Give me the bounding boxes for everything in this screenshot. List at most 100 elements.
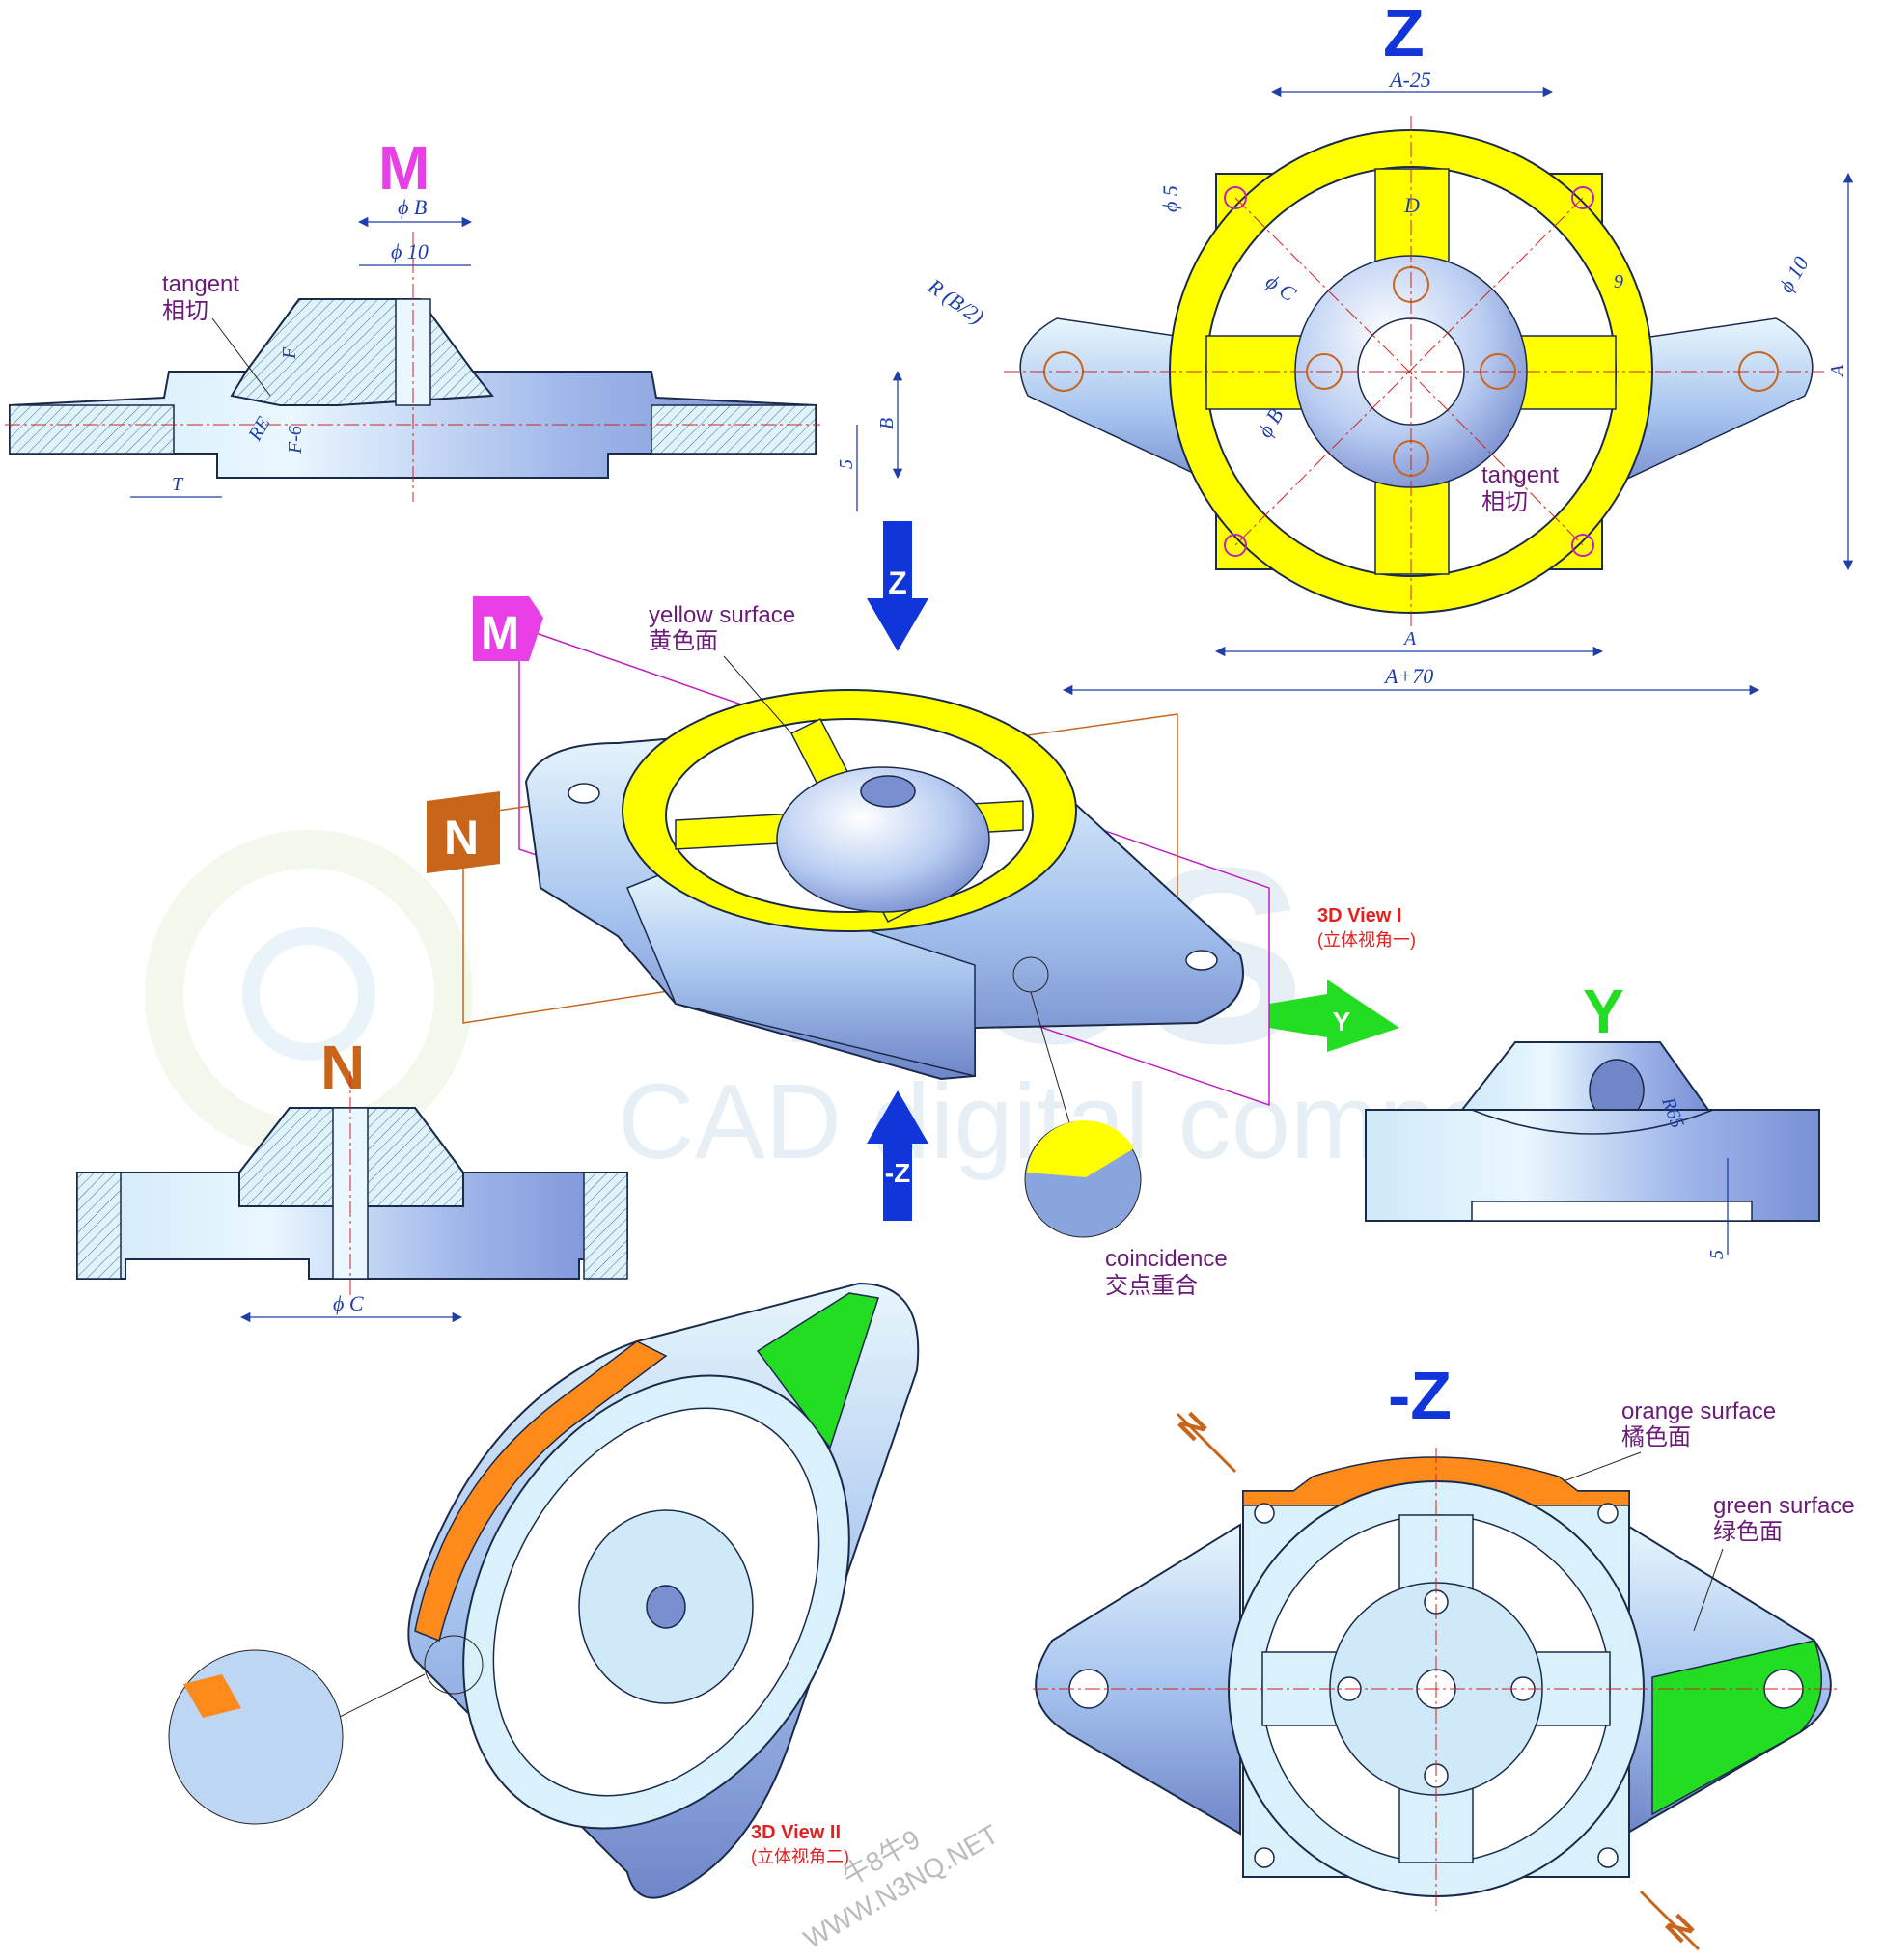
n-hatch-left [76,1172,122,1280]
z-note-tangent-cn: 相切 [1481,489,1528,515]
y-arc [1471,1109,1714,1135]
view-label-z: Z [1383,0,1425,70]
view-z-top: Z A-25 ϕ 5 D ϕ [923,0,1854,696]
z-note-tangent-en: tangent [1481,462,1559,488]
note-yellow-cn: 黄色面 [649,628,718,654]
m-dim-phiB: ϕ B [398,195,427,219]
z-dim-RB2: R (B/2) [923,273,988,329]
coincidence-yellow [1027,1120,1134,1177]
m-dim-T: T [172,474,184,495]
m-dim-F6: F-6 [285,426,306,455]
label-3d-view-2-cn: (立体视角二) [751,1847,849,1866]
3d2-orange-surface [414,1340,668,1643]
z-corner-hole-2 [1571,186,1594,209]
3d-view-1: coincidence 交点重合 M N yellow surface 黄色面 … [427,596,1416,1299]
neg-z-direction-arrow: -Z [867,1090,928,1221]
m-dim-F: F [279,346,300,360]
view-label-neg-z: -Z [1388,1358,1452,1433]
view-neg-z: -Z N N orange surface 橘色面 [1033,1358,1855,1951]
z-dim-a25: A-25 [1388,68,1431,92]
view-label-m: M [378,133,429,203]
y-dim-5: 5 [1706,1250,1728,1259]
m-tangent-leader [211,317,271,397]
3d1-bore [860,775,916,808]
note-orange-en: orange surface [1621,1398,1776,1424]
cut-m-badge [473,596,543,661]
y-base-recess [1471,1201,1753,1222]
note-coincidence-cn: 交点重合 [1105,1273,1198,1299]
note-green-cn: 绿色面 [1713,1519,1783,1545]
arrow-y-icon [1269,980,1399,1052]
3d-view-2: 3D View II (立体视角二) WWW.N3NQ.NET 牛8牛9 [168,1282,1004,1954]
3d1-lug-hole-left [568,783,600,804]
cut-n-badge [427,791,500,873]
view-label-y: Y [1583,977,1624,1046]
m-hatch-right-flange [651,404,817,455]
arrow-neg-z-icon [867,1090,928,1221]
view-m-section: M ϕ B ϕ 10 F F-6 RE T B 5 tangent 相切 [5,133,903,511]
note-yellow-en: yellow surface [649,602,795,628]
gear-center-icon [242,927,375,1061]
arrow-y-label: Y [1333,1007,1351,1036]
arrow-z-icon [867,521,928,651]
view-n-section: N ϕ C [76,1033,628,1323]
negz-corner-hole-3 [1254,1847,1275,1868]
3d1-lug-hole-right [1185,950,1218,971]
negz-corner-hole-1 [1254,1503,1275,1524]
z-dim-A-bottom: A [1402,628,1417,649]
z-corner-hole-4 [1571,534,1594,557]
m-hatch-boss [230,298,494,406]
negz-cut-line-top [1176,1412,1237,1474]
3d2-detail-orange [183,1674,241,1718]
negz-corner-hole-4 [1597,1847,1619,1868]
cut-n-label: N [444,811,479,865]
m-hatch-left-flange [9,404,175,455]
z-dim-D: D [1403,193,1420,217]
note-orange-cn: 橘色面 [1621,1424,1691,1450]
m-dim-5: 5 [836,459,857,469]
cut-m-label: M [481,608,519,659]
note-green-en: green surface [1713,1493,1855,1519]
arrow-neg-z-label: -Z [885,1158,910,1188]
negz-cut-line-bottom [1639,1890,1701,1951]
negz-corner-hole-2 [1597,1503,1619,1524]
z-dim-a70: A+70 [1383,664,1433,688]
n-hatch-right [583,1172,628,1280]
z-dim-A-right: A [1827,364,1848,378]
m-note-tangent-cn: 相切 [162,298,208,324]
gear-logo-icon [145,830,473,1158]
label-3d-view-1-cn: (立体视角一) [1317,930,1416,950]
m-dim-phi10: ϕ 10 [391,239,429,263]
3d2-detail-spot [424,1635,484,1695]
n-dim-phiC: ϕ C [333,1291,364,1315]
3d2-bore [646,1585,686,1629]
cut-n-label-top: N [1172,1405,1214,1448]
label-3d-view-2-en: 3D View II [751,1822,841,1843]
3d2-green-surface [756,1292,879,1449]
label-3d-view-1-en: 3D View I [1317,905,1401,926]
negz-left-lug [1035,1523,1241,1836]
y-direction-arrow: Y [1269,980,1399,1052]
z-dim-phi10: ϕ 10 [1774,252,1814,296]
z-hole-left [1306,353,1343,390]
note-coincidence-en: coincidence [1105,1246,1228,1272]
cut-n-label-bottom: N [1659,1907,1702,1949]
m-dim-B: B [876,418,898,429]
coincidence-leader [1030,991,1072,1130]
z-corner-hole-1 [1224,186,1247,209]
green-leader [1693,1548,1724,1632]
orange-leader [1563,1451,1642,1482]
3d2-detail-magnifier [168,1649,344,1825]
z-dim-phi5: ϕ 5 [1158,185,1182,212]
z-corner-hole-3 [1224,534,1247,557]
z-direction-arrow: Z [867,521,928,651]
3d2-detail-leader [337,1673,426,1719]
z-dim-9: 9 [1614,271,1623,292]
yellow-leader [723,655,792,734]
3d1-dome [776,766,990,913]
z-diag-2 [1234,197,1584,546]
view-y: Y R65 5 [1365,977,1820,1259]
view-label-n: N [320,1033,365,1102]
arrow-z-label: Z [888,566,907,600]
